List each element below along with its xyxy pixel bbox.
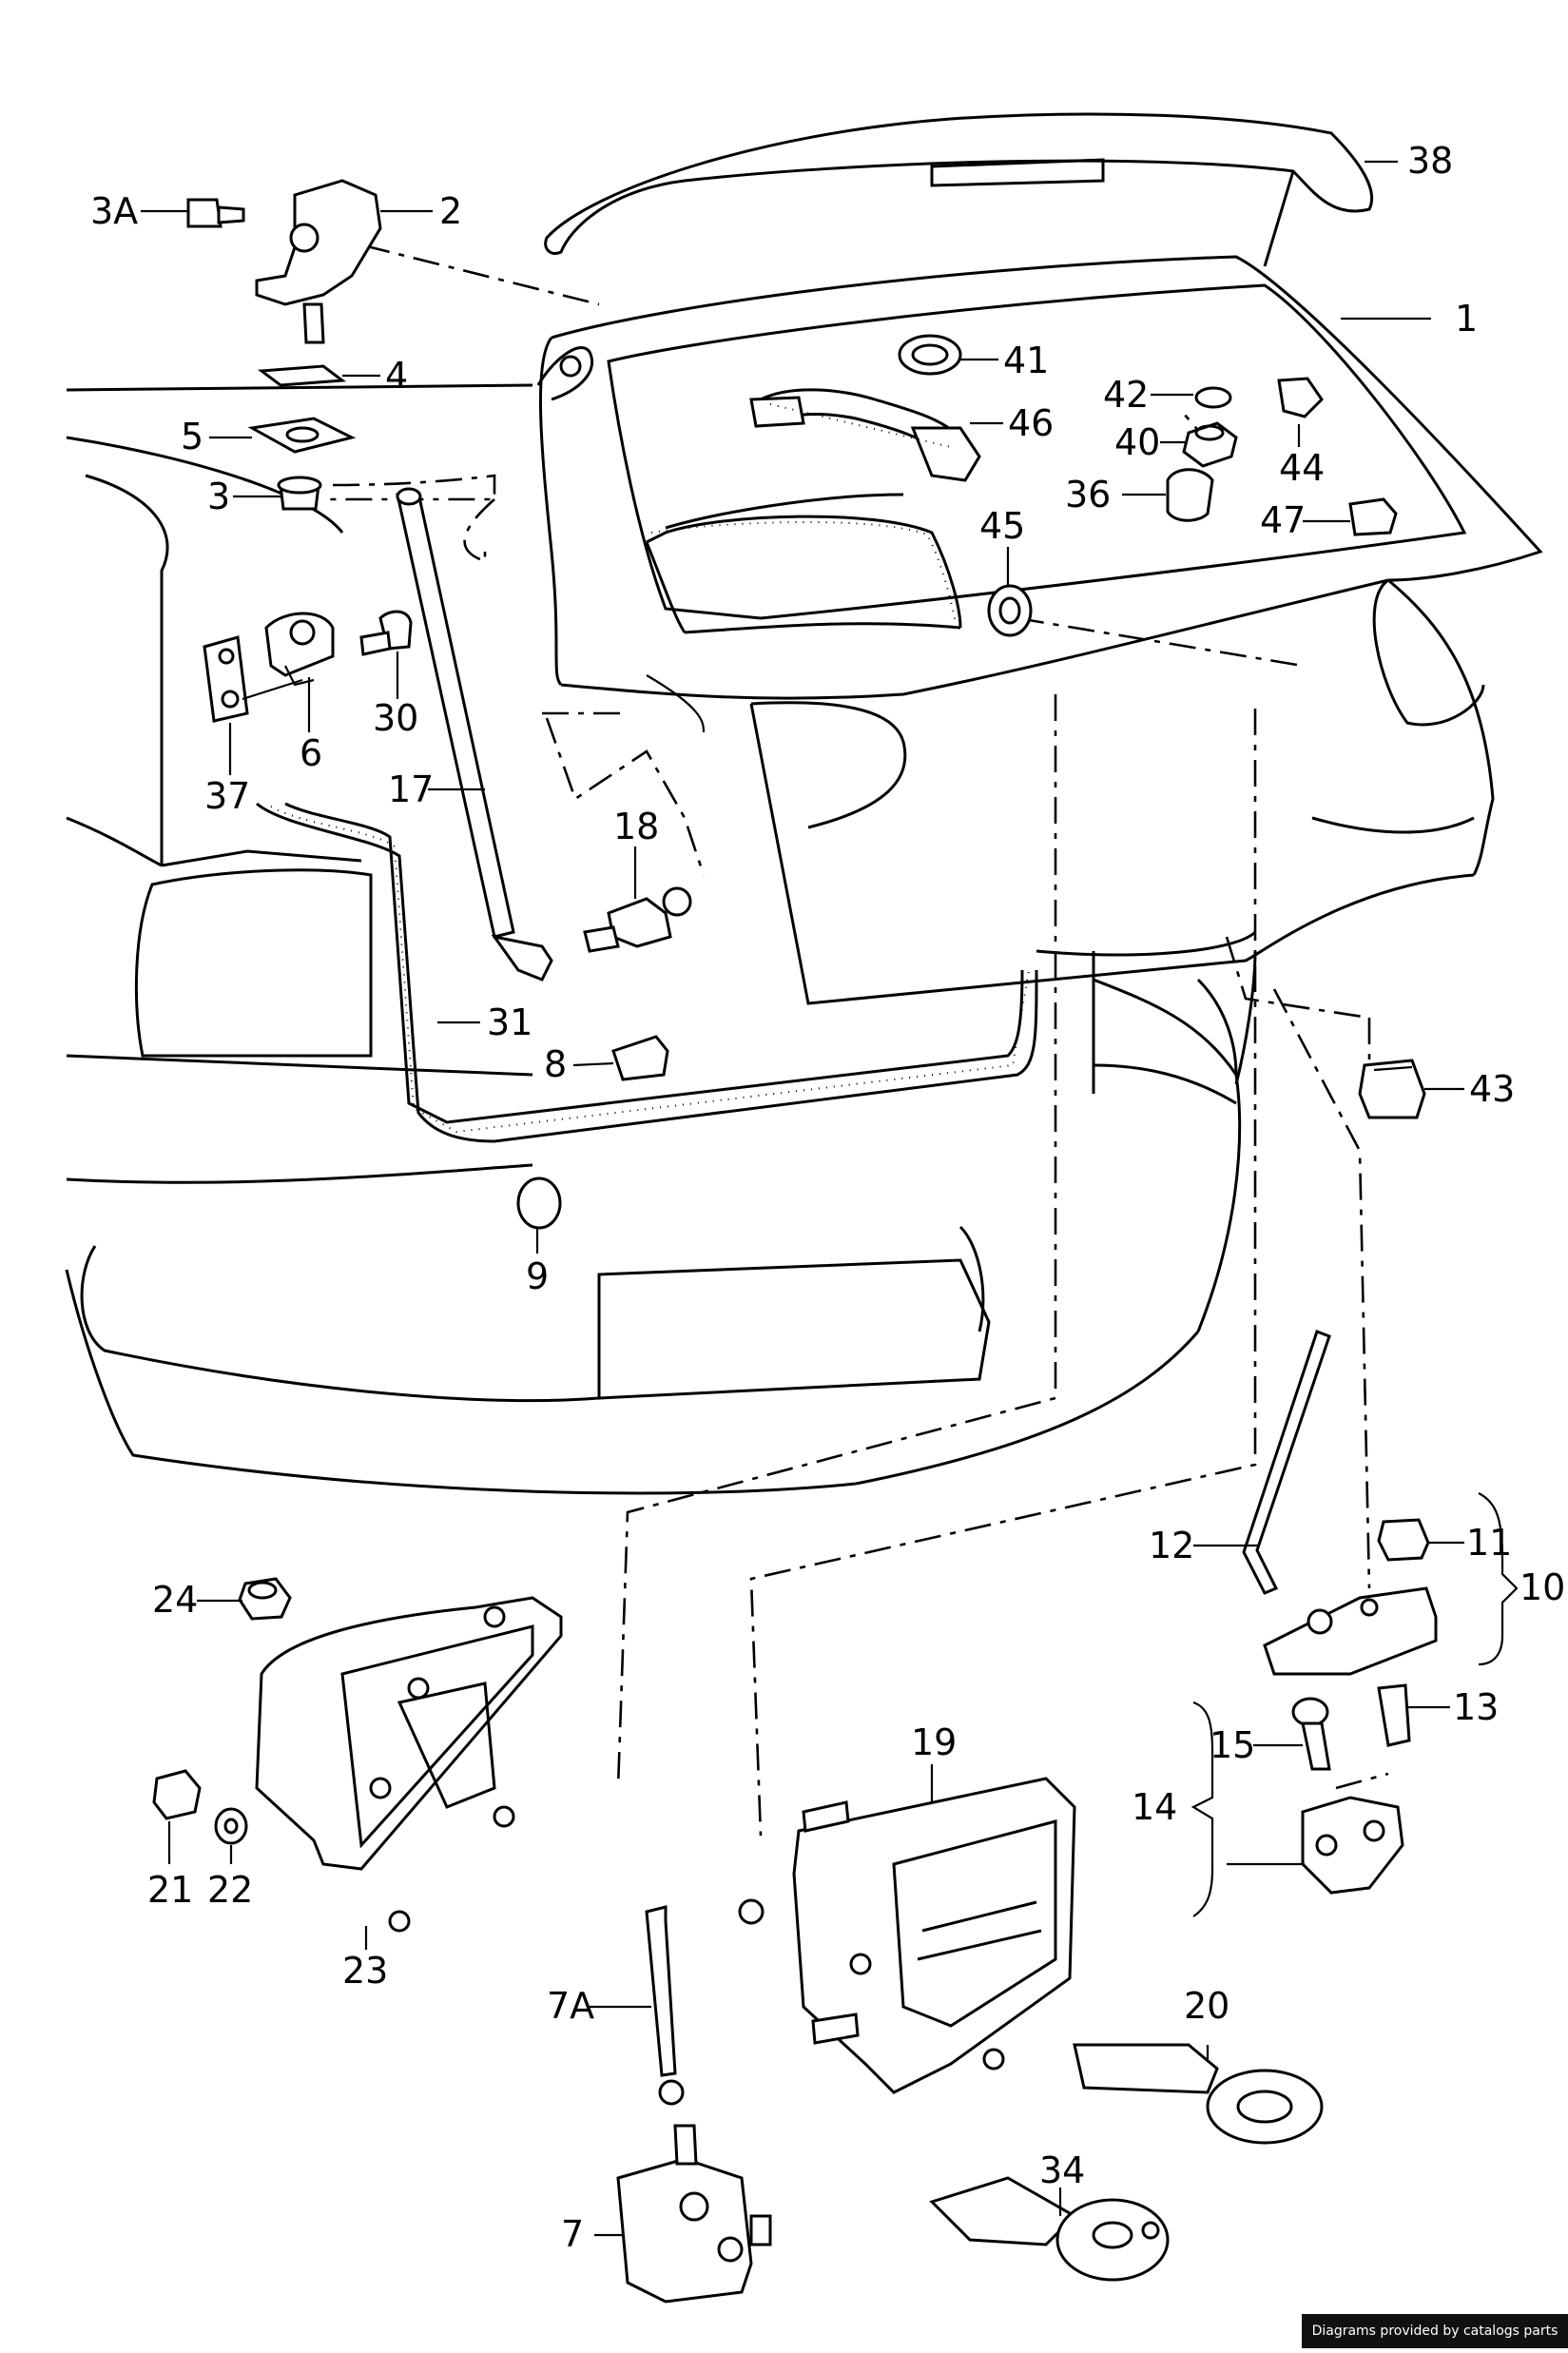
- ball-stud-18: [583, 886, 692, 953]
- callout-20: 20: [1184, 1985, 1229, 2027]
- callout-23: 23: [342, 1950, 388, 1992]
- callout-44: 44: [1279, 447, 1325, 489]
- grommet-45: [987, 584, 1033, 637]
- nut-40: [1182, 421, 1238, 468]
- credit-banner: Diagrams provided by catalogs parts: [1302, 2314, 1568, 2348]
- callout-22: 22: [207, 1869, 253, 1911]
- buffer-47: [1348, 497, 1398, 536]
- callout-15: 15: [1210, 1724, 1255, 1766]
- callout-36: 36: [1065, 474, 1111, 515]
- callout-18: 18: [613, 806, 659, 847]
- callout-7: 7: [561, 2213, 584, 2255]
- lock-cylinder-20: [1073, 2043, 1324, 2145]
- callout-5: 5: [181, 416, 203, 457]
- nut-24: [238, 1577, 292, 1621]
- bolt-13: [1377, 1683, 1411, 1747]
- nut-21: [152, 1769, 202, 1820]
- sealing-strip: [256, 802, 1038, 1143]
- actuator-7: [616, 2124, 772, 2304]
- callout-10: 10: [1520, 1566, 1565, 1608]
- callout-38: 38: [1407, 140, 1453, 182]
- rod-7A: [645, 1905, 677, 2077]
- callout-7A: 7A: [547, 1985, 594, 2027]
- callout-8: 8: [544, 1043, 567, 1085]
- callout-42: 42: [1103, 374, 1149, 416]
- callout-labels: 3A 2 38 1 4 5 3 41 46 42 40 44 36 47 45 …: [90, 140, 1565, 2255]
- callout-12: 12: [1149, 1525, 1194, 1566]
- leader-lines: [313, 231, 1389, 1837]
- callout-24: 24: [152, 1579, 198, 1621]
- switch-43: [1358, 1059, 1426, 1119]
- callout-43: 43: [1469, 1068, 1515, 1110]
- callout-9: 9: [526, 1255, 549, 1297]
- gasket-4: [257, 364, 347, 387]
- clip-nut-3: [277, 476, 322, 511]
- callout-19: 19: [911, 1721, 957, 1763]
- callout-14: 14: [1132, 1786, 1177, 1828]
- plate-5: [247, 417, 357, 454]
- gas-strut-17: [396, 487, 553, 982]
- hose-46: [749, 388, 981, 482]
- callout-40: 40: [1114, 421, 1160, 463]
- callout-30: 30: [373, 697, 418, 739]
- rear-spoiler: [544, 112, 1374, 267]
- callout-41: 41: [1003, 340, 1049, 381]
- striker-14: [1301, 1796, 1404, 1895]
- callout-1: 1: [1455, 298, 1478, 340]
- retainer-6: [242, 612, 335, 701]
- bolt-15: [1291, 1697, 1331, 1771]
- callout-47: 47: [1260, 499, 1306, 541]
- callout-13: 13: [1453, 1686, 1499, 1728]
- latch-10: [1263, 1586, 1438, 1676]
- callout-2: 2: [439, 190, 462, 232]
- car-body-outline: [65, 383, 1257, 1495]
- bracket-37: [203, 635, 249, 723]
- callout-21: 21: [147, 1869, 193, 1911]
- callout-6: 6: [300, 732, 322, 774]
- callout-4: 4: [385, 355, 408, 397]
- tailgate-panel: [536, 255, 1543, 1005]
- callout-34: 34: [1039, 2149, 1085, 2191]
- clip-44: [1277, 377, 1324, 418]
- microswitch-11: [1377, 1518, 1430, 1562]
- hinge-2: [255, 179, 382, 344]
- washer-22: [214, 1807, 248, 1845]
- rod-7A-end: [658, 2079, 685, 2106]
- key-34: [929, 2176, 1170, 2282]
- handle-19: [738, 1777, 1076, 2094]
- label-leaders: [141, 160, 1519, 2237]
- callout-37: 37: [204, 775, 250, 817]
- washer-42: [1194, 386, 1232, 409]
- buffer-8: [611, 1035, 669, 1081]
- grommet-41: [898, 334, 962, 376]
- rod-12: [1242, 1330, 1331, 1595]
- plug-9: [516, 1176, 562, 1230]
- callout-31: 31: [487, 1001, 532, 1043]
- callout-17: 17: [388, 768, 434, 810]
- cap-36: [1166, 468, 1214, 522]
- bolt-3A: [186, 198, 245, 228]
- callout-46: 46: [1008, 402, 1054, 444]
- handle-housing-23: [255, 1596, 563, 1933]
- callout-3: 3: [207, 476, 230, 517]
- callout-45: 45: [979, 505, 1025, 547]
- bolt-30: [359, 610, 413, 656]
- callout-11: 11: [1466, 1522, 1512, 1564]
- callout-3A: 3A: [90, 190, 138, 232]
